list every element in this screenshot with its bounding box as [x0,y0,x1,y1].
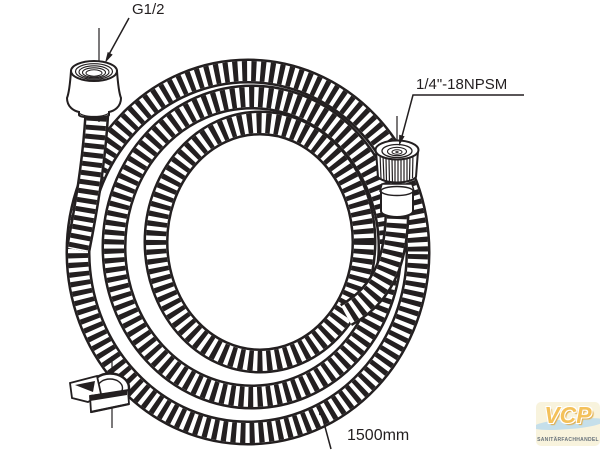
label-right-fitting-thread: 1/4"-18NPSM [416,76,508,93]
npsm-fitting [374,116,420,218]
hose-coil-outer-turn [65,58,431,446]
hose-clip-part [69,356,131,428]
npsm-arrowhead [399,134,405,146]
hose-coil-inner-turn [143,110,377,374]
logo-tagline-text: SANITÄRFACHHANDEL [537,437,599,443]
g12-fitting [65,28,123,122]
leader-npsm [399,94,524,146]
label-hose-length: 1500mm [347,427,410,444]
leader-length [319,404,332,450]
vcp-logo: VCP SANITÄRFACHHANDEL [536,402,600,446]
hose-right-stem [339,214,410,326]
length-arrowhead [319,404,325,416]
logo-brand-text: VCP [544,402,592,428]
knurling-lines [379,151,414,184]
hose-left-stem [65,109,110,253]
label-top-fitting-thread: G1/2 [132,1,165,18]
g12-arrowhead [105,52,113,63]
leader-g12 [105,17,130,63]
